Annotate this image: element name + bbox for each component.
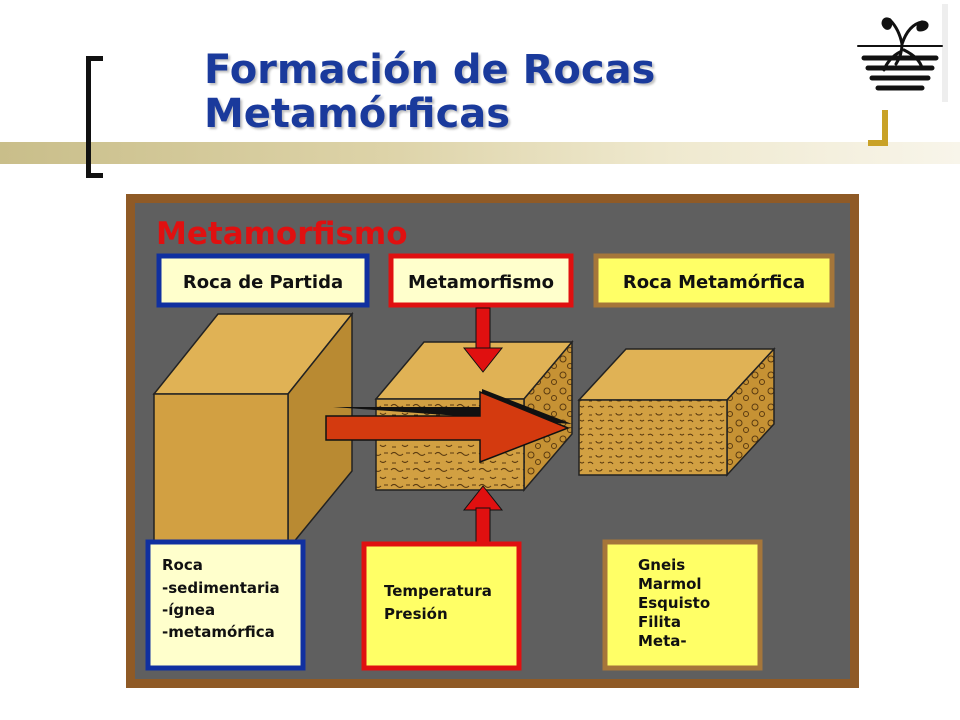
process-box-item-1: Temperatura (384, 582, 492, 600)
pressure-arrow-up-icon (462, 485, 504, 553)
metamorphism-diagram: Metamorfismo Roca de Partida Metamorfism… (126, 194, 859, 688)
result-box-item-4: Filita (638, 613, 681, 631)
source-rock-block (152, 311, 354, 552)
info-box-process (361, 541, 522, 671)
result-box-item-5: Meta- (638, 632, 687, 650)
result-box-item-3: Esquisto (638, 594, 710, 612)
right-bracket-decoration (868, 110, 888, 146)
label-box-result-rock (593, 253, 835, 308)
left-bracket-decoration (86, 56, 103, 178)
label-source-rock: Roca de Partida (183, 272, 343, 293)
label-box-source-rock (156, 253, 370, 308)
label-process: Metamorfismo (408, 272, 554, 293)
slide-title: Formación de Rocas Metamórficas (204, 48, 804, 136)
header-gradient-rule (0, 142, 960, 164)
source-box-item-3: -metamórfica (162, 623, 275, 641)
info-box-source-rock (145, 539, 306, 671)
diagram-heading: Metamorfismo (156, 216, 408, 252)
plant-roots-logo-icon (857, 4, 948, 102)
process-box-item-2: Presión (384, 605, 448, 623)
pressure-arrow-down-icon (462, 307, 504, 373)
source-box-item-2: -ígnea (162, 601, 215, 619)
info-box-result-rock (602, 539, 763, 671)
source-box-title: Roca (162, 556, 203, 574)
label-result-rock: Roca Metamórfica (623, 272, 805, 293)
label-box-process (388, 253, 574, 308)
result-box-item-1: Gneis (638, 556, 685, 574)
metamorphic-rock-block (577, 347, 776, 477)
transformation-arrow-icon (325, 389, 572, 464)
slide-title-line-1: Formación de Rocas (204, 47, 656, 93)
result-box-item-2: Marmol (638, 575, 702, 593)
source-box-item-1: -sedimentaria (162, 579, 280, 597)
slide-title-line-2: Metamórficas (204, 91, 511, 137)
